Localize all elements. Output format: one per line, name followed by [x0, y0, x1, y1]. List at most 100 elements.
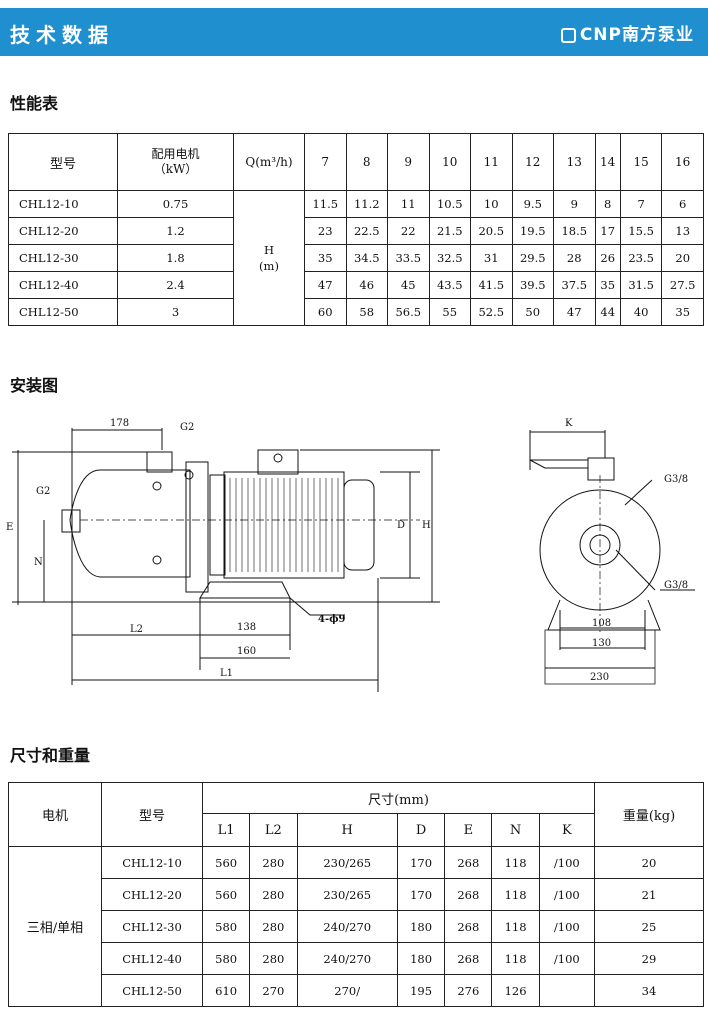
dim-130: 130 [592, 638, 611, 649]
head-cell: 35 [661, 298, 704, 326]
head-cell: 20.5 [470, 217, 513, 245]
head-cell: 31.5 [619, 271, 663, 299]
label-bolts: 4-ϕ9 [318, 614, 346, 625]
label-g2-top: G2 [180, 422, 194, 433]
header-banner: 技术数据 CNP南方泵业 [0, 8, 708, 56]
dim-160: 160 [237, 646, 256, 657]
dim-col-header: L1 [201, 813, 251, 847]
coupling [209, 474, 226, 576]
head-cell: 33.5 [387, 244, 430, 272]
outlet-port [146, 451, 173, 473]
col-weight-header: 重量(kg) [594, 782, 704, 847]
dim-value-cell [538, 974, 596, 1007]
head-cell: 8 [594, 190, 621, 218]
dim-value-cell: 170 [396, 846, 446, 879]
head-cell: 32.5 [428, 244, 471, 272]
dim-value-cell: /100 [538, 846, 596, 879]
dim-col-header: L2 [249, 813, 298, 847]
head-cell: 15.5 [619, 217, 663, 245]
flow-header: 14 [594, 133, 621, 191]
weight-cell: 21 [594, 878, 704, 911]
dim-value-cell: 230/265 [296, 878, 398, 911]
logo-mark-icon [560, 28, 576, 43]
brand-name: CNP南方泵业 [579, 25, 694, 45]
brand-logo: CNP南方泵业 [560, 20, 694, 45]
col-q-header: Q(m³/h) [233, 133, 305, 191]
power-cell: 1.8 [117, 244, 234, 272]
flow-header: 9 [387, 133, 430, 191]
dim-value-cell: 268 [444, 878, 493, 911]
head-cell: 35 [594, 271, 621, 299]
motor-endcap [343, 479, 375, 571]
head-cell: 55 [428, 298, 471, 326]
weight-cell: 34 [594, 974, 704, 1007]
dim-value-cell: 118 [491, 942, 540, 975]
model-cell: CHL12-10 [101, 846, 203, 879]
head-cell: 10.5 [428, 190, 471, 218]
dim-value-cell: 560 [201, 846, 251, 879]
head-cell: 45 [387, 271, 430, 299]
power-cell: 3 [117, 298, 234, 326]
end-view-outlet [587, 457, 615, 481]
model-cell: CHL12-30 [101, 910, 203, 943]
head-cell: 41.5 [470, 271, 513, 299]
weight-cell: 29 [594, 942, 704, 975]
head-cell: 6 [661, 190, 704, 218]
flow-header: 11 [470, 133, 513, 191]
dim-value-cell: 280 [249, 910, 298, 943]
dim-value-cell: /100 [538, 910, 596, 943]
dim-value-cell: /100 [538, 878, 596, 911]
power-cell: 0.75 [117, 190, 234, 218]
dim-col-header: E [444, 813, 493, 847]
power-cell: 2.4 [117, 271, 234, 299]
model-cell: CHL12-20 [8, 217, 118, 245]
dim-h: H [422, 520, 431, 531]
head-cell: 60 [304, 298, 347, 326]
dim-col-header: D [396, 813, 446, 847]
head-cell: 17 [594, 217, 621, 245]
dim-e: E [6, 522, 13, 533]
dim-col-header: K [538, 813, 596, 847]
dim-value-cell: 240/270 [296, 910, 398, 943]
model-cell: CHL12-20 [101, 878, 203, 911]
dim-value-cell: 270 [249, 974, 298, 1007]
weight-cell: 25 [594, 910, 704, 943]
flow-header: 10 [428, 133, 471, 191]
dim-value-cell: 230/265 [296, 846, 398, 879]
dim-value-cell: 280 [249, 942, 298, 975]
dim-value-cell: 180 [396, 942, 446, 975]
dim-138: 138 [237, 622, 256, 633]
model-cell: CHL12-40 [101, 942, 203, 975]
head-cell: 19.5 [511, 217, 554, 245]
pump-casing [69, 469, 191, 578]
plug-bottom-icon [152, 555, 162, 565]
bolt-top-icon [184, 470, 194, 480]
dim-value-cell: 270/ [296, 974, 398, 1007]
flow-header: 7 [304, 133, 347, 191]
flow-header: 12 [511, 133, 554, 191]
head-cell: 9 [553, 190, 596, 218]
head-cell: 22.5 [345, 217, 388, 245]
head-cell: 35 [304, 244, 347, 272]
weight-cell: 20 [594, 846, 704, 879]
head-cell: 26 [594, 244, 621, 272]
head-cell: 7 [619, 190, 663, 218]
head-cell: 23 [304, 217, 347, 245]
terminal-box [257, 449, 299, 475]
col-model-header: 型号 [101, 782, 203, 847]
pump-base [199, 581, 291, 599]
head-cell: 40 [619, 298, 663, 326]
dim-value-cell: 240/270 [296, 942, 398, 975]
dim-value-cell: 268 [444, 910, 493, 943]
dim-value-cell: 126 [491, 974, 540, 1007]
dim-value-cell: 180 [396, 910, 446, 943]
model-cell: CHL12-10 [8, 190, 118, 218]
page-title: 技术数据 [10, 23, 114, 47]
